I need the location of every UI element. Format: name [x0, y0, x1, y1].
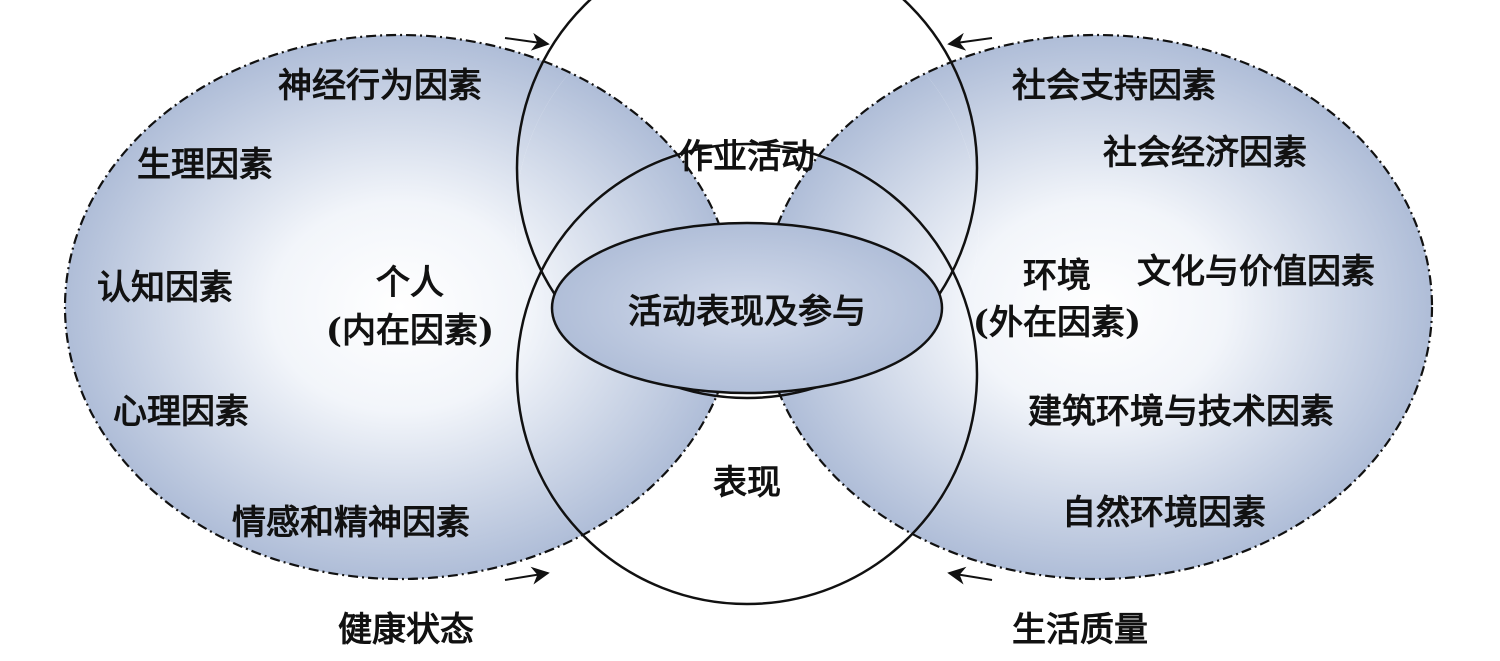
right-factor-culture-values: 文化与价值因素 — [1137, 252, 1375, 292]
right-factor-natural-environment: 自然环境因素 — [1062, 493, 1266, 533]
bottom-circle-outline — [515, 142, 979, 606]
right-factor-built-environment-technology: 建筑环境与技术因素 — [1028, 392, 1334, 432]
bottom-circle-label: 表现 — [713, 463, 781, 503]
left-factor-neurobehavioral: 神经行为因素 — [278, 66, 482, 106]
left-factor-physiological: 生理因素 — [137, 145, 273, 185]
right-factor-socioeconomic: 社会经济因素 — [1103, 133, 1307, 173]
center-ellipse-label: 活动表现及参与 — [628, 292, 866, 332]
top-circle-outline — [515, 0, 979, 400]
arrow-top-right — [947, 32, 993, 51]
right-bottom-label-quality-of-life: 生活质量 — [1012, 610, 1148, 650]
right-center-label-line2: (外在因素) — [973, 303, 1141, 343]
left-factor-cognitive: 认知因素 — [97, 268, 233, 308]
center-participation-ellipse — [550, 221, 944, 395]
arrow-top-left — [504, 32, 550, 51]
left-bottom-label-health-status: 健康状态 — [338, 610, 474, 650]
left-factor-emotional-spiritual: 情感和精神因素 — [232, 503, 470, 543]
right-factor-social-support: 社会支持因素 — [1012, 66, 1216, 106]
left-center-label-line2: (内在因素) — [326, 311, 494, 351]
arrow-bottom-left — [504, 566, 550, 585]
left-center-label-line1: 个人 — [376, 263, 444, 303]
top-circle-label: 作业活动 — [679, 137, 815, 177]
arrow-bottom-right — [947, 566, 993, 585]
left-factor-psychological: 心理因素 — [113, 392, 249, 432]
right-center-label-line1: 环境 — [1023, 256, 1091, 296]
